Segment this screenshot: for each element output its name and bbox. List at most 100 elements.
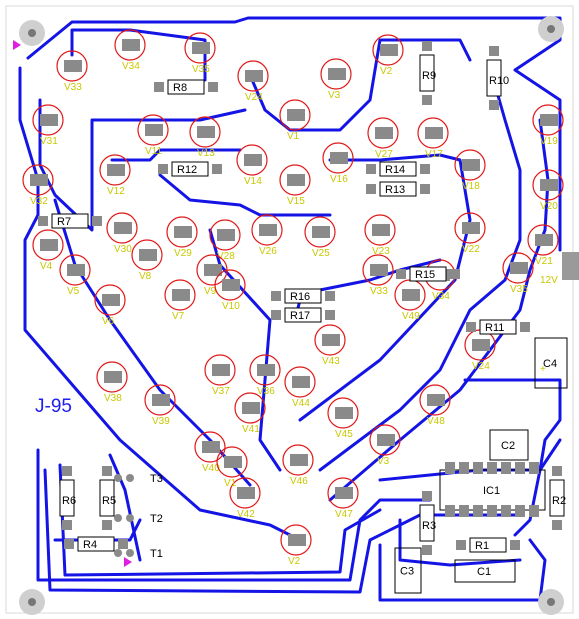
trace bbox=[110, 148, 242, 162]
led-label: V4 bbox=[40, 261, 53, 272]
led: V7 bbox=[164, 279, 196, 322]
resistor: R4 bbox=[64, 536, 128, 552]
trace bbox=[398, 518, 522, 567]
led: V39 bbox=[144, 384, 176, 427]
led-label: V1 bbox=[287, 131, 300, 142]
led: V15 bbox=[279, 164, 311, 207]
trace bbox=[328, 118, 550, 502]
resistor-label: R7 bbox=[57, 216, 71, 228]
board-title: J-95 bbox=[35, 396, 72, 417]
resistor: R7 bbox=[38, 213, 102, 229]
led: V47 bbox=[327, 477, 359, 520]
led: V2 bbox=[372, 34, 404, 77]
led-label: V48 bbox=[427, 416, 445, 427]
trace bbox=[18, 66, 302, 542]
led-label: V36 bbox=[257, 386, 275, 397]
resistor: R5 bbox=[99, 466, 116, 530]
resistor-label: R9 bbox=[422, 70, 436, 82]
mounting-hole bbox=[19, 589, 45, 615]
trace bbox=[208, 228, 282, 472]
led: V46 bbox=[282, 444, 314, 487]
led: V40 bbox=[194, 431, 226, 474]
led-label: V37 bbox=[212, 386, 230, 397]
resistor: R12 bbox=[158, 161, 222, 177]
led-label: V8 bbox=[139, 271, 152, 282]
led: V43 bbox=[314, 324, 346, 367]
corner-marker bbox=[124, 557, 132, 567]
led-label: V28 bbox=[217, 251, 235, 262]
led: V4 bbox=[32, 229, 64, 272]
led-label: V35 bbox=[192, 64, 210, 75]
capacitor: C2 bbox=[489, 429, 529, 461]
led-label: V47 bbox=[335, 509, 353, 520]
led: V35 bbox=[184, 32, 216, 75]
led-label: V33 bbox=[64, 82, 82, 93]
led: V44 bbox=[284, 366, 316, 409]
resistor: R3 bbox=[419, 491, 436, 555]
capacitor: C1 bbox=[454, 559, 516, 583]
led-label: V42 bbox=[237, 509, 255, 520]
led-label: V24 bbox=[245, 92, 263, 103]
led-label: V14 bbox=[244, 176, 262, 187]
capacitor: C3 bbox=[394, 547, 422, 594]
led-label: V2 bbox=[380, 66, 393, 77]
led: V1 bbox=[216, 446, 248, 489]
led-label: V30 bbox=[114, 244, 132, 255]
resistor-label: R12 bbox=[177, 164, 197, 176]
resistor: R14 bbox=[366, 161, 430, 177]
capacitor-label: C4 bbox=[543, 358, 557, 370]
transistor-label: T2 bbox=[150, 513, 163, 525]
led: V36 bbox=[249, 354, 281, 397]
led: V3 bbox=[320, 58, 352, 101]
led: V37 bbox=[204, 354, 236, 397]
led-label: V31 bbox=[40, 136, 58, 147]
led: V42 bbox=[229, 477, 261, 520]
resistor: R6 bbox=[59, 466, 76, 530]
power-plus: + bbox=[540, 364, 546, 375]
led-label: V43 bbox=[322, 356, 340, 367]
led: V12 bbox=[99, 154, 131, 197]
led-label: V39 bbox=[152, 416, 170, 427]
led-label: V26 bbox=[259, 246, 277, 257]
trace bbox=[513, 438, 562, 537]
resistor: R8 bbox=[154, 79, 218, 95]
led-label: V49 bbox=[402, 311, 420, 322]
led: V35 bbox=[502, 252, 534, 295]
resistor-label: R2 bbox=[552, 495, 566, 507]
led: V19 bbox=[532, 104, 564, 147]
resistor-label: R3 bbox=[422, 520, 436, 532]
led: V24 bbox=[237, 60, 269, 103]
trace bbox=[248, 38, 472, 132]
led-label: V40 bbox=[202, 463, 220, 474]
trace bbox=[298, 153, 472, 422]
led: V41 bbox=[234, 392, 266, 435]
led-label: V19 bbox=[540, 136, 558, 147]
resistor: R10 bbox=[486, 46, 509, 110]
led-label: V27 bbox=[375, 149, 393, 160]
resistor-label: R17 bbox=[290, 310, 310, 322]
led: V33 bbox=[362, 254, 394, 297]
led: V28 bbox=[209, 219, 241, 262]
led-label: V25 bbox=[312, 248, 330, 259]
resistor-label: R10 bbox=[489, 75, 509, 87]
trace bbox=[26, 16, 562, 252]
resistor-label: R4 bbox=[83, 539, 97, 551]
led-label: V34 bbox=[122, 61, 140, 72]
trace bbox=[58, 463, 382, 577]
mounting-hole bbox=[19, 20, 45, 46]
led: V21 bbox=[527, 224, 559, 267]
led: V5 bbox=[59, 254, 91, 297]
led-label: V35 bbox=[510, 284, 528, 295]
led-label: V10 bbox=[222, 301, 240, 312]
led-label: V38 bbox=[104, 393, 122, 404]
resistor-label: R11 bbox=[485, 322, 504, 334]
led: V33 bbox=[56, 50, 88, 93]
mounting-hole bbox=[538, 589, 564, 615]
resistor: R1 bbox=[456, 537, 520, 553]
led: V1 bbox=[279, 99, 311, 142]
led: V45 bbox=[327, 397, 359, 440]
transistor: T1 bbox=[114, 548, 163, 560]
capacitor-label: C1 bbox=[477, 566, 491, 578]
resistor-label: R5 bbox=[102, 495, 116, 507]
